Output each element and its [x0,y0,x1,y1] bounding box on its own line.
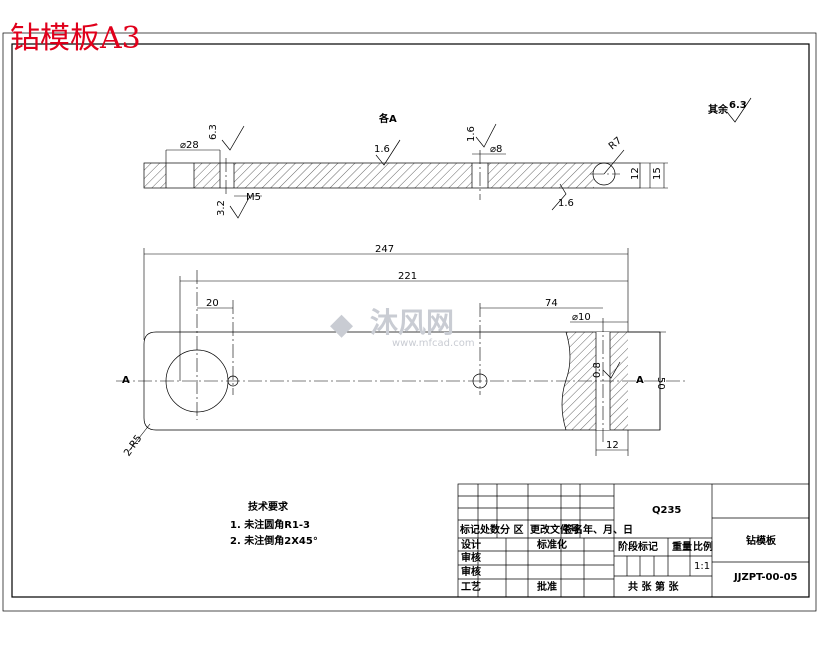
roughness-symbol: 1.6 [466,123,497,148]
label-approve: 批准 [537,580,557,593]
svg-text:1.6: 1.6 [466,126,477,142]
dim-15-top: 15 [652,167,663,180]
label-design: 设计 [461,538,481,551]
section-marker-right: A [636,375,644,386]
label-date: 年、月、日 [583,523,633,536]
label-review: 审核 [461,551,481,564]
material: Q235 [652,505,681,516]
watermark-logo-icon: ◆ [330,307,353,342]
plan-view: A A 247 221 20 74 ⌀10 50 12 0.8 2-R5 [116,244,688,459]
label-weight: 重量 [672,540,692,553]
watermark-brand: 沐风网 [370,306,454,339]
dim-50: 50 [655,377,666,390]
label-review-2: 审核 [461,565,481,578]
svg-text:3.2: 3.2 [216,200,227,216]
dim-m5: M5 [246,192,261,203]
title-block: Q235 钻模板 JJZPT-00-05 标记 处数 分 区 更改文件号 签名 … [457,483,810,598]
dim-roughness-0-8: 0.8 [592,362,603,378]
roughness-symbol: 6.3 [208,124,245,151]
roughness-symbol: 1.6 [374,139,401,166]
tech-req-item: 2. 未注倒角2X45° [230,534,318,547]
watermark-url: www.mfcad.com [392,338,475,349]
scale-value: 1:1 [694,561,710,572]
svg-text:1.6: 1.6 [558,198,574,209]
section-marker-left: A [122,375,130,386]
label-scale: 比例 [693,540,713,553]
dim-d10: ⌀10 [572,312,591,323]
dim-12-plan: 12 [606,440,619,451]
sheet-count: 共 张 第 张 [628,580,679,593]
roughness-symbol: 1.6 [551,183,574,211]
tech-req-heading: 技术要求 [248,500,289,513]
label-process: 工艺 [461,580,481,593]
dim-247: 247 [375,244,394,255]
label-zone: 分 区 [500,523,523,536]
label-stage-mark: 阶段标记 [618,540,658,553]
label-standardize: 标准化 [536,538,567,551]
outer-border [2,32,817,612]
dim-12-top: 12 [630,167,641,180]
inner-border [11,43,810,598]
svg-text:6.3: 6.3 [208,124,219,140]
label-mark: 标记 [459,523,480,536]
label-count: 处数 [479,523,501,536]
roughness-symbol: 3.2 [216,195,251,219]
dim-r7: R7 [607,135,624,152]
svg-text:1.6: 1.6 [374,144,390,155]
dim-d28: ⌀28 [180,140,199,151]
other-roughness-symbol [726,97,752,123]
dim-20: 20 [206,298,219,309]
dim-chamfer: 2-R5 [122,433,144,458]
dim-d8: ⌀8 [490,144,502,155]
roughness-symbol [602,361,621,379]
label-change-doc: 更改文件号 [530,523,580,536]
label-sign: 签名 [562,523,583,536]
other-roughness-label: 其余 [708,103,729,116]
technical-requirements: 技术要求 1. 未注圆角R1-3 2. 未注倒角2X45° [230,500,318,547]
section-label: 各A [378,112,397,125]
part-name: 钻模板 [746,534,777,547]
watermark: ◆ 沐风网 www.mfcad.com [330,306,475,349]
other-roughness-value: 6.3 [729,100,747,111]
dim-221: 221 [398,271,417,282]
dim-74: 74 [545,298,558,309]
page-title: 钻模板A3 [10,21,141,56]
drawing-number: JJZPT-00-05 [733,572,798,583]
section-view: ⌀28 M5 ⌀8 R7 12 15 6.3 1.6 1.6 3.2 [143,97,752,219]
tech-req-item: 1. 未注圆角R1-3 [230,518,310,531]
